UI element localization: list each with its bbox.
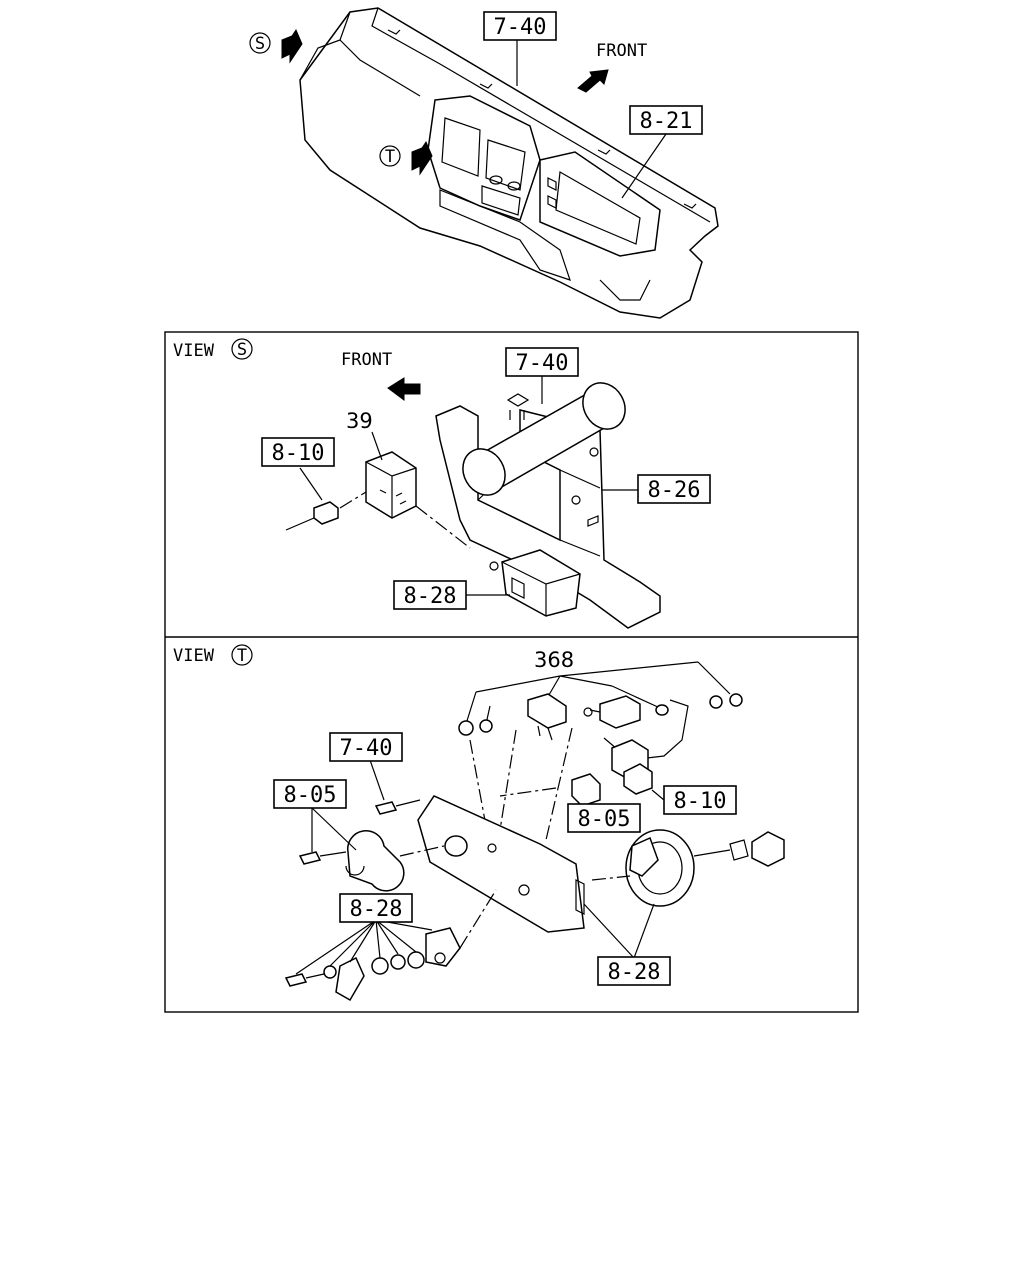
callout-8-26: 8-26: [648, 478, 701, 503]
callout-box-8-28-right: [597, 956, 671, 986]
callout-box-7-40-view-s: [505, 347, 579, 377]
dashboard-overview: S T FRONT 7-40 8-21: [249, 7, 719, 319]
callout-box-8-10-view-s: [261, 437, 335, 467]
front-label-top: FRONT: [596, 41, 647, 61]
view-t-marker: T: [385, 147, 395, 167]
callout-7-40-top: 7-40: [494, 15, 547, 40]
callout-8-05-right: 8-05: [578, 807, 631, 832]
callout-8-28-left: 8-28: [350, 897, 403, 922]
detail-panel-frame: [164, 331, 859, 1013]
front-label-view-s: FRONT: [341, 350, 392, 370]
callout-7-40-view-t: 7-40: [340, 736, 393, 761]
front-arrow-icon: [577, 69, 609, 93]
callout-box-8-05-right: [567, 803, 641, 833]
view-t-arrow: T: [379, 140, 433, 176]
view-t-prefix: VIEW: [173, 646, 215, 666]
callout-box-7-40-top: [483, 11, 557, 41]
callout-box-8-26: [637, 474, 711, 504]
callout-8-28-view-s: 8-28: [404, 584, 457, 609]
callout-7-40-view-s: 7-40: [516, 351, 569, 376]
front-arrow-view-s-icon: [387, 377, 421, 401]
view-s-prefix: VIEW: [173, 341, 215, 361]
callout-box-8-05-left: [273, 779, 347, 809]
view-s-letter: S: [237, 340, 247, 360]
callout-8-28-right: 8-28: [608, 960, 661, 985]
part-number-39: 39: [346, 409, 373, 433]
view-t-panel: VIEW T 368 8-10 8-05: [173, 644, 785, 1002]
view-s-panel: VIEW S FRONT 39 8-10 8-28: [173, 338, 711, 629]
view-t-letter: T: [237, 646, 247, 666]
callout-8-21: 8-21: [640, 109, 693, 134]
callout-box-7-40-view-t: [329, 732, 403, 762]
callout-box-8-28-view-s: [393, 580, 467, 610]
callout-box-8-10-view-t: [663, 785, 737, 815]
view-s-marker: S: [255, 34, 265, 54]
callout-8-10-view-t: 8-10: [674, 789, 727, 814]
part-number-368: 368: [534, 648, 574, 672]
callout-8-05-left: 8-05: [284, 783, 337, 808]
callout-box-8-28-left: [339, 893, 413, 923]
callout-8-10-view-s: 8-10: [272, 441, 325, 466]
view-s-arrow: S: [249, 28, 303, 64]
callout-box-8-21: [629, 105, 703, 135]
